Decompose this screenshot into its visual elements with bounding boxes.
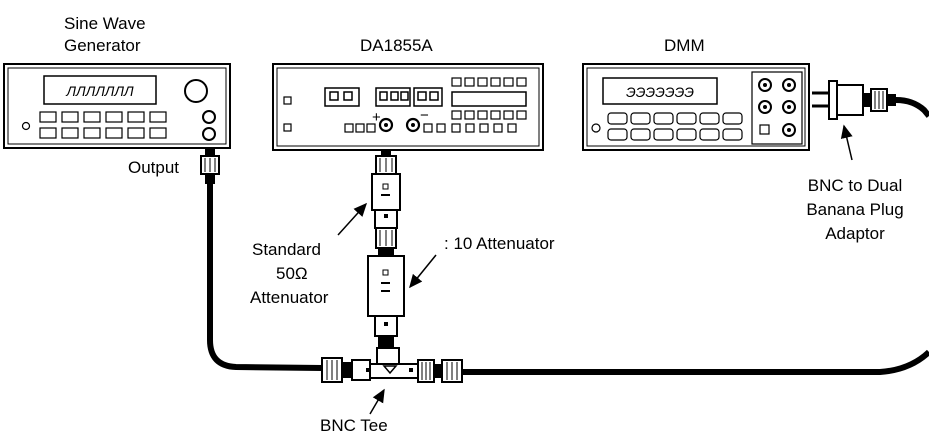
adaptor-label-line1: BNC to Dual bbox=[807, 176, 903, 195]
arrow-standard-attenuator bbox=[337, 202, 368, 236]
standard-attenuator-label-line2: 50Ω bbox=[276, 264, 308, 283]
bnc-tee-label: BNC Tee bbox=[320, 416, 388, 435]
generator-knob bbox=[184, 79, 208, 103]
arrow-div10-attenuator bbox=[409, 254, 437, 289]
da-mid-buttons bbox=[451, 110, 527, 120]
dmm-keypad bbox=[607, 112, 743, 141]
dmm-cable bbox=[895, 97, 929, 118]
generator-display bbox=[43, 75, 157, 105]
dmm-unit: ЭЭЭЭЭЭЭ bbox=[582, 63, 810, 151]
generator-title-line1: Sine Wave bbox=[64, 14, 146, 33]
da-top-buttons bbox=[451, 77, 527, 87]
da1855a-title: DA1855A bbox=[360, 36, 433, 55]
standard-attenuator-label-line3: Attenuator bbox=[250, 288, 329, 307]
dmm-power-button bbox=[591, 123, 601, 133]
da1855a-unit: + − bbox=[272, 63, 544, 151]
attenuator-chain bbox=[367, 150, 405, 348]
generator-output-connector bbox=[200, 148, 220, 184]
dmm-display-text: ЭЭЭЭЭЭЭ bbox=[626, 84, 694, 100]
dmm-display bbox=[602, 77, 718, 105]
standard-attenuator-label-line1: Standard bbox=[252, 240, 321, 259]
banana-plug-adaptor bbox=[812, 80, 896, 120]
tee-to-dmm-cable bbox=[462, 349, 929, 375]
generator-display-text: ЛЛЛЛЛЛЛ bbox=[65, 83, 134, 99]
da-plus-sign: + bbox=[372, 109, 381, 126]
divide-by-10-attenuator bbox=[367, 255, 405, 317]
da-display bbox=[451, 91, 527, 107]
dmm-title: DMM bbox=[664, 36, 705, 55]
div10-attenuator-label: : 10 Attenuator bbox=[444, 234, 555, 253]
sine-wave-generator: ЛЛЛЛЛЛЛ bbox=[3, 63, 231, 149]
generator-cable bbox=[207, 184, 323, 371]
da-minus-sign: − bbox=[420, 107, 429, 124]
arrow-adaptor bbox=[840, 124, 853, 161]
generator-keypad bbox=[39, 111, 167, 139]
bnc-tee bbox=[321, 347, 463, 383]
da-input-blocks bbox=[324, 87, 443, 107]
adaptor-label-line3: Adaptor bbox=[825, 224, 885, 243]
generator-title-line2: Generator bbox=[64, 36, 141, 55]
generator-power-button bbox=[21, 121, 31, 131]
arrow-bnc-tee bbox=[369, 388, 385, 415]
da-bottom-buttons bbox=[344, 123, 517, 133]
standard-50-ohm-attenuator bbox=[371, 173, 401, 211]
output-label: Output bbox=[128, 158, 180, 177]
adaptor-label-line2: Banana Plug bbox=[806, 200, 904, 219]
